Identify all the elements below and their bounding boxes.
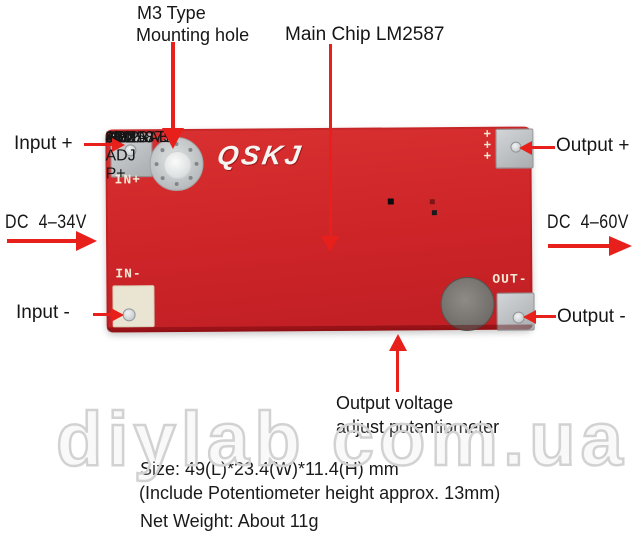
- label-main-chip: Main Chip LM2587: [285, 24, 445, 45]
- board-edge-shadow: [106, 324, 533, 333]
- spec-size: Size: 49(L)*23.4(W)*11.4(H) mm: [140, 459, 399, 479]
- watermark-text: diylab com.ua: [55, 396, 628, 484]
- output-plus-arrow-line: [532, 146, 555, 149]
- mounting-hole-arrow-head: [162, 128, 184, 149]
- output-minus-arrow-line: [536, 315, 556, 318]
- spec-size-note: (Include Potentiometer height approx. 13…: [139, 483, 501, 503]
- input-plus-arrow-line: [84, 143, 114, 146]
- via-dot: [526, 185, 531, 190]
- hole-dot: [188, 175, 193, 180]
- hole-dot: [188, 147, 193, 152]
- potentiometer-arrow-line: [396, 351, 399, 392]
- mounting-hole-core: [456, 293, 478, 315]
- dc-output-arrow-line: [548, 244, 610, 248]
- label-output-plus: Output +: [556, 135, 630, 156]
- dc-output-arrow-head: [609, 236, 632, 256]
- label-dc-output-range: DC 4–60V: [547, 212, 629, 233]
- label-input-minus: Input -: [16, 302, 70, 323]
- hole-dot: [160, 176, 165, 181]
- via-dot: [431, 210, 437, 216]
- label-mounting-hole: Mounting hole: [136, 25, 250, 45]
- hole-dot: [194, 161, 199, 166]
- mounting-hole-bottom-right: [440, 276, 495, 332]
- main-chip-arrow-head: [321, 236, 339, 252]
- output-minus-arrow-head: [523, 310, 536, 324]
- dc-input-arrow-head: [76, 231, 97, 251]
- input-plus-arrow-head: [112, 138, 125, 152]
- label-m3-type: M3 Type: [137, 3, 206, 23]
- label-pot-line2: adjust potentiometer: [336, 417, 500, 437]
- label-output-minus: Output -: [557, 306, 626, 327]
- hole-dot: [154, 162, 159, 167]
- label-input-plus: Input +: [14, 133, 73, 154]
- mounting-hole-core: [163, 150, 192, 180]
- output-plus-arrow-head: [519, 141, 532, 155]
- via-dot: [387, 198, 394, 205]
- label-dc-input-range: DC 4–34V: [5, 212, 87, 233]
- input-minus-arrow-head: [111, 308, 124, 322]
- silkscreen-plus-column: + + +: [483, 127, 492, 164]
- input-minus-arrow-line: [93, 313, 114, 316]
- main-chip-arrow-line: [329, 44, 332, 238]
- brand-logo: QSKJ: [215, 140, 306, 171]
- solder-hole: [122, 308, 136, 322]
- dc-input-arrow-line: [7, 239, 77, 243]
- silkscreen-in-minus: IN-: [115, 266, 142, 282]
- led-dot: [429, 199, 435, 205]
- pcb-board: IN+ QSKJ SS310 2R2 + + + ELNA 4iz 220 3: [105, 126, 535, 333]
- silkscreen-out-minus: OUT-: [492, 271, 528, 287]
- label-pot-line1: Output voltage: [336, 393, 454, 413]
- mounting-hole-arrow-line: [171, 42, 175, 130]
- pcb-trace: [456, 173, 482, 191]
- via-dot: [528, 197, 533, 202]
- plus-mark: +: [483, 148, 492, 164]
- potentiometer-arrow-head: [389, 334, 407, 351]
- hole-dot: [174, 181, 179, 187]
- pcb-trace: [234, 186, 284, 198]
- spec-weight: Net Weight: About 11g: [140, 511, 319, 531]
